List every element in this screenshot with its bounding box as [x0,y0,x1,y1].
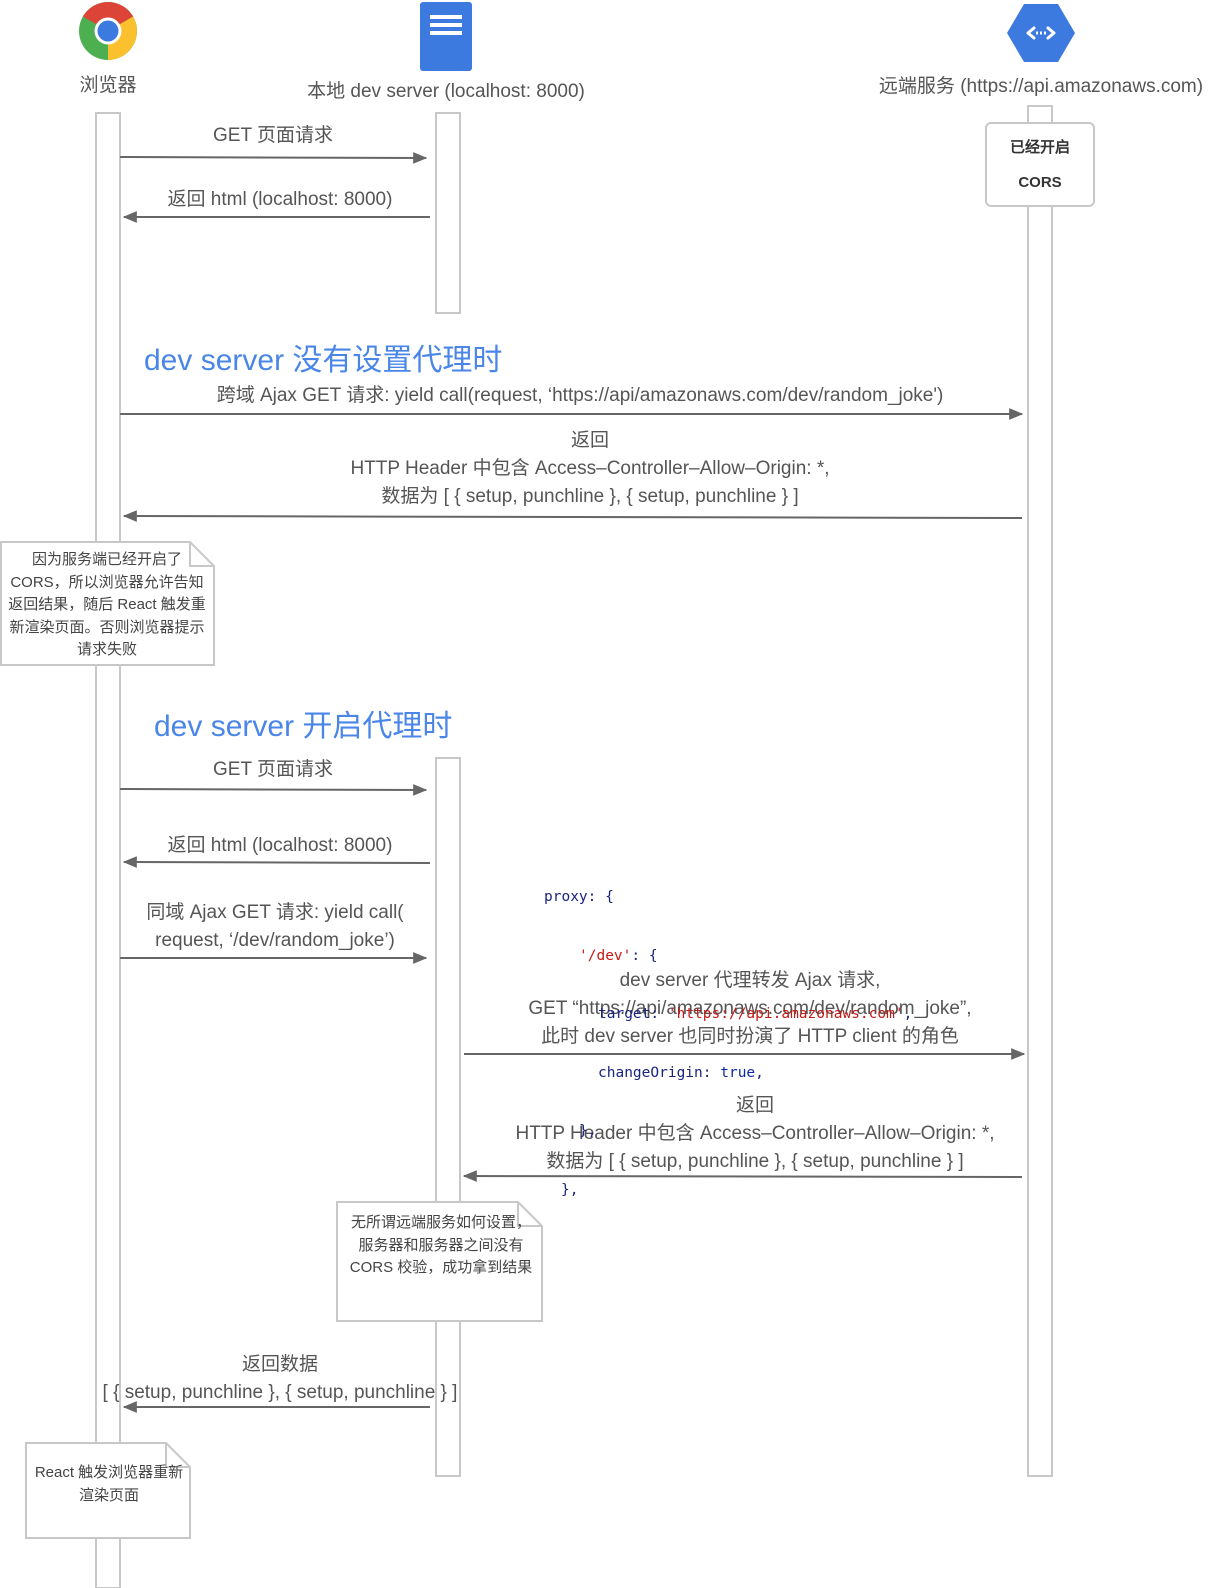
section-with-proxy: dev server 开启代理时 [154,710,453,743]
msg-return-cross: 返回 HTTP Header 中包含 Access–Controller–All… [120,427,1060,511]
chrome-icon [79,2,137,60]
arrow-get-page-2 [119,784,428,796]
msg-proxy-forward: dev server 代理转发 Ajax 请求, GET “https://ap… [470,967,1030,1051]
arrow-return-proxy [462,1170,1023,1182]
arrow-return-html-2 [122,856,431,868]
msg-return-data-line2: [ { setup, punchline }, { setup, punchli… [102,1382,458,1403]
section-no-proxy: dev server 没有设置代理时 [144,344,503,377]
code-line-4: changeOrigin: true, [598,1064,764,1081]
msg-get-page-2: GET 页面请求 [213,759,333,780]
msg-return-data: 返回数据 [ { setup, punchline }, { setup, pu… [70,1351,490,1407]
dev-server-actor-label: 本地 dev server (localhost: 8000) [307,81,585,102]
msg-return-proxy: 返回 HTTP Header 中包含 Access–Controller–All… [470,1092,1040,1176]
code-line-2: '/dev': { [579,947,658,964]
msg-get-page-1: GET 页面请求 [213,125,333,146]
arrow-return-cross [122,510,1023,522]
msg-return-cross-line3: 数据为 [ { setup, punchline }, { setup, pun… [381,486,799,507]
msg-return-html-2: 返回 html (localhost: 8000) [167,835,393,856]
msg-proxy-forward-line1: dev server 代理转发 Ajax 请求, [619,970,881,991]
msg-return-cross-line1: 返回 [570,430,609,451]
msg-return-proxy-line1: 返回 [735,1095,774,1116]
cors-note-shape [0,541,215,666]
cors-box [985,122,1095,207]
dev-server-activation-1 [435,112,461,314]
cors-box-line1: 已经开启 [1009,139,1070,156]
code-line-6: }, [561,1181,579,1198]
server-note-shape [336,1201,543,1322]
msg-same-ajax: 同域 Ajax GET 请求: yield call( request, ‘/d… [120,899,430,955]
browser-lifeline [95,112,121,1588]
proxy-config-code: proxy: { '/dev': { target: 'https://api.… [544,849,912,1220]
msg-return-cross-line2: HTTP Header 中包含 Access–Controller–Allow–… [350,458,830,479]
server-note-text: 无所谓远端服务如何设置，服务器和服务器之间没有 CORS 校验，成功拿到结果 [349,1214,533,1276]
msg-return-proxy-line2: HTTP Header 中包含 Access–Controller–Allow–… [515,1123,995,1144]
msg-proxy-forward-line2: GET “https://api/amazonaws.com/dev/rando… [528,998,972,1019]
cors-box-line2: CORS [1018,174,1062,191]
remote-lifeline [1027,105,1053,1477]
browser-actor-label: 浏览器 [79,75,137,96]
msg-return-data-line1: 返回数据 [241,1354,318,1375]
document-icon [420,2,472,71]
cloud-endpoints-icon [1007,4,1075,62]
msg-return-proxy-line3: 数据为 [ { setup, punchline }, { setup, pun… [546,1151,964,1172]
msg-same-ajax-line1: 同域 Ajax GET 请求: yield call( [146,902,404,923]
react-note-shape [25,1442,191,1539]
msg-return-html-1: 返回 html (localhost: 8000) [167,189,393,210]
msg-cross-ajax: 跨域 Ajax GET 请求: yield call(request, ‘htt… [216,385,944,406]
dev-server-activation-2 [435,757,461,1477]
cors-note-text: 因为服务端已经开启了 CORS，所以浏览器允许告知返回结果，随后 React 触… [8,551,206,658]
msg-proxy-forward-line3: 此时 dev server 也同时扮演了 HTTP client 的角色 [541,1026,959,1047]
react-note-text: React 触发浏览器重新渲染页面 [34,1464,184,1504]
msg-same-ajax-line2: request, ‘/dev/random_joke’) [155,930,395,951]
remote-actor-label: 远端服务 (https://api.amazonaws.com) [878,76,1204,97]
code-line-1: proxy: { [544,889,614,905]
code-line-5: }, [579,1123,597,1139]
arrow-get-page-1 [119,152,428,164]
code-line-3: target: 'https://api.amazonaws.com', [598,1006,913,1022]
